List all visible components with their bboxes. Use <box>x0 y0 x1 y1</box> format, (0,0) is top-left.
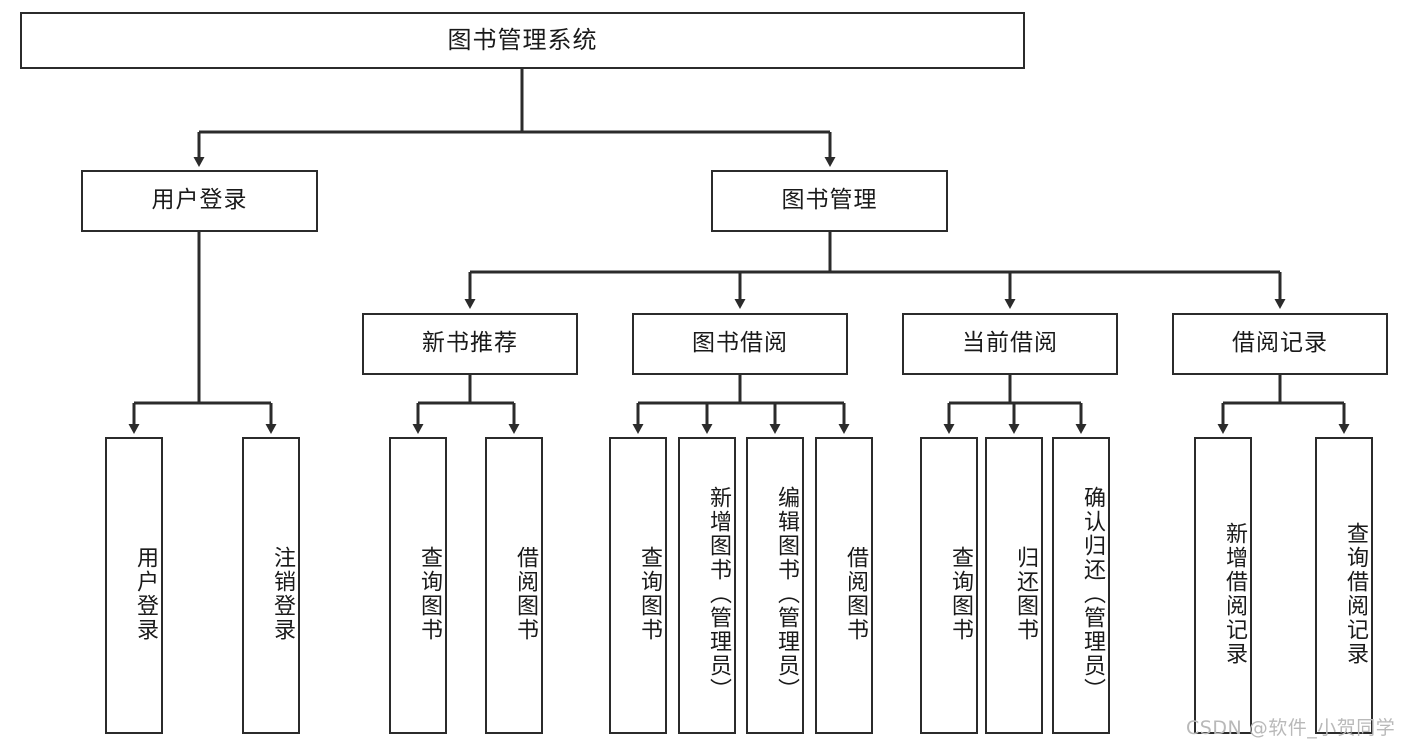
node-label: 用户登录 <box>133 545 158 642</box>
node-new-book-recommend[interactable]: 新书推荐 <box>362 313 578 375</box>
node-leaf-add-book[interactable]: 新增图书（管理员） <box>678 437 736 734</box>
node-label: 借阅记录 <box>1232 330 1328 357</box>
node-label: 借阅图书 <box>843 545 868 642</box>
node-label: 用户登录 <box>151 187 248 214</box>
node-leaf-query-book-2[interactable]: 查询图书 <box>609 437 667 734</box>
node-user-login[interactable]: 用户登录 <box>81 170 318 232</box>
node-leaf-confirm-return[interactable]: 确认归还（管理员） <box>1052 437 1110 734</box>
node-label: 确认归还（管理员） <box>1080 485 1105 702</box>
node-label: 新增图书（管理员） <box>706 485 731 702</box>
node-book-borrow[interactable]: 图书借阅 <box>632 313 848 375</box>
node-label: 注销登录 <box>270 545 295 642</box>
node-label: 图书借阅 <box>692 330 788 357</box>
node-label: 归还图书 <box>1013 545 1038 642</box>
node-label: 查询图书 <box>417 545 442 642</box>
node-current-borrow[interactable]: 当前借阅 <box>902 313 1118 375</box>
node-leaf-query-record[interactable]: 查询借阅记录 <box>1315 437 1373 734</box>
node-leaf-edit-book[interactable]: 编辑图书（管理员） <box>746 437 804 734</box>
node-leaf-borrow-book-2[interactable]: 借阅图书 <box>815 437 873 734</box>
watermark-text: CSDN @软件_小贺同学 <box>1186 717 1396 739</box>
node-leaf-borrow-book-1[interactable]: 借阅图书 <box>485 437 543 734</box>
node-leaf-user-login[interactable]: 用户登录 <box>105 437 163 734</box>
node-book-manage[interactable]: 图书管理 <box>711 170 948 232</box>
node-leaf-return-book[interactable]: 归还图书 <box>985 437 1043 734</box>
node-label: 编辑图书（管理员） <box>774 485 799 702</box>
node-leaf-query-book-1[interactable]: 查询图书 <box>389 437 447 734</box>
node-leaf-logout-login[interactable]: 注销登录 <box>242 437 300 734</box>
node-label: 新增借阅记录 <box>1222 521 1247 666</box>
node-leaf-add-record[interactable]: 新增借阅记录 <box>1194 437 1252 734</box>
node-leaf-query-book-3[interactable]: 查询图书 <box>920 437 978 734</box>
node-label: 借阅图书 <box>513 545 538 642</box>
node-label: 新书推荐 <box>422 330 518 357</box>
node-label: 图书管理 <box>781 187 878 214</box>
node-label: 当前借阅 <box>962 330 1058 357</box>
node-root[interactable]: 图书管理系统 <box>20 12 1025 69</box>
node-label: 查询借阅记录 <box>1343 521 1368 666</box>
node-label: 查询图书 <box>637 545 662 642</box>
node-label: 查询图书 <box>948 545 973 642</box>
node-borrow-record[interactable]: 借阅记录 <box>1172 313 1388 375</box>
node-label: 图书管理系统 <box>447 26 598 55</box>
